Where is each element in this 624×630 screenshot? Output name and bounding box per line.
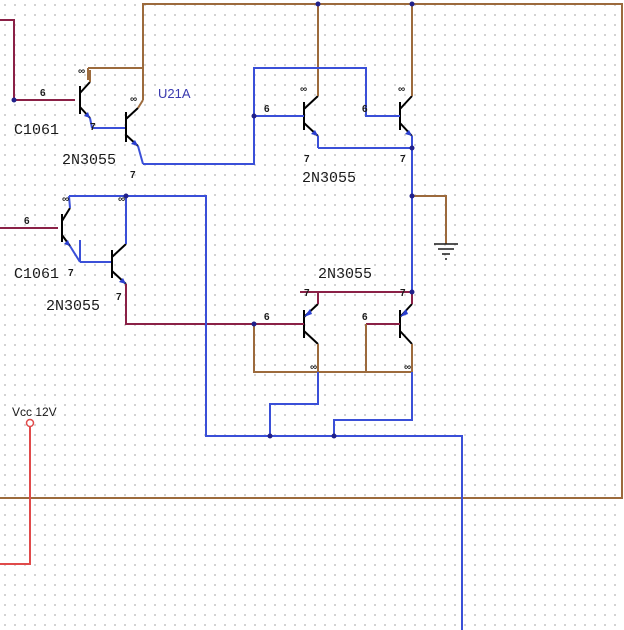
pin-collector: ∞	[300, 84, 307, 95]
pin-emitter: 7	[90, 122, 96, 133]
pin-emitter: 7	[68, 268, 74, 279]
pin-base: 6	[40, 88, 46, 99]
pin-collector: ∞	[78, 66, 85, 77]
c1061-bottom-label: C1061	[14, 266, 59, 283]
pin-base: 6	[24, 216, 30, 227]
vcc-label: Vcc 12V	[12, 405, 57, 419]
pin-collector: ∞	[398, 84, 405, 95]
pin-collector: ∞	[62, 194, 69, 205]
junctions	[11, 1, 415, 439]
pin-collector: ∞	[404, 362, 411, 373]
transistor-2n3055-top-left[interactable]	[125, 99, 144, 165]
pin-collector: ∞	[310, 362, 317, 373]
c1061-top-label: C1061	[14, 122, 59, 139]
ground-icon[interactable]	[434, 243, 458, 260]
2n3055-bottom-left-label: 2N3055	[46, 298, 100, 315]
pin-emitter: 7	[116, 292, 122, 303]
pin-emitter: 7	[304, 288, 310, 299]
transistor-c1061-top[interactable]	[79, 70, 93, 129]
pin-collector: ∞	[130, 94, 137, 105]
2n3055-top-left-label: 2N3055	[62, 152, 116, 169]
transistor-2n3055-top-right[interactable]	[399, 86, 413, 148]
vcc-terminal[interactable]	[25, 418, 35, 428]
pin-emitter: 7	[400, 154, 406, 165]
u21a-label: U21A	[158, 86, 191, 101]
transistor-2n3055-bottom-left[interactable]	[111, 196, 127, 300]
pin-base: 6	[362, 104, 368, 115]
transistor-2n3055-bottom-middle[interactable]	[303, 292, 319, 360]
pin-emitter: 7	[304, 154, 310, 165]
transistor-2n3055-top-middle[interactable]	[303, 86, 319, 148]
part-labels: U21A C1061 2N3055 2N3055 2N3055 C1061 2N…	[12, 86, 372, 419]
pin-base: 6	[264, 312, 270, 323]
pin-emitter: 7	[130, 170, 136, 181]
pin-labels: 6 ∞ 7 ∞ 7 6 ∞ 7 6 ∞ 7 6 ∞ 7 ∞ 7 6 7 ∞ 6 …	[24, 66, 411, 373]
vcc-net	[0, 418, 35, 565]
blue-net	[69, 67, 463, 630]
pin-base: 6	[362, 312, 368, 323]
transistor-2n3055-bottom-right[interactable]	[399, 292, 413, 360]
pin-emitter: 7	[400, 288, 406, 299]
pin-collector: ∞	[118, 194, 125, 205]
pin-base: 6	[264, 104, 270, 115]
2n3055-top-right-label: 2N3055	[302, 170, 356, 187]
brown-net	[0, 3, 623, 499]
2n3055-bottom-right-label: 2N3055	[318, 266, 372, 283]
transistor-c1061-bottom[interactable]	[61, 195, 81, 263]
